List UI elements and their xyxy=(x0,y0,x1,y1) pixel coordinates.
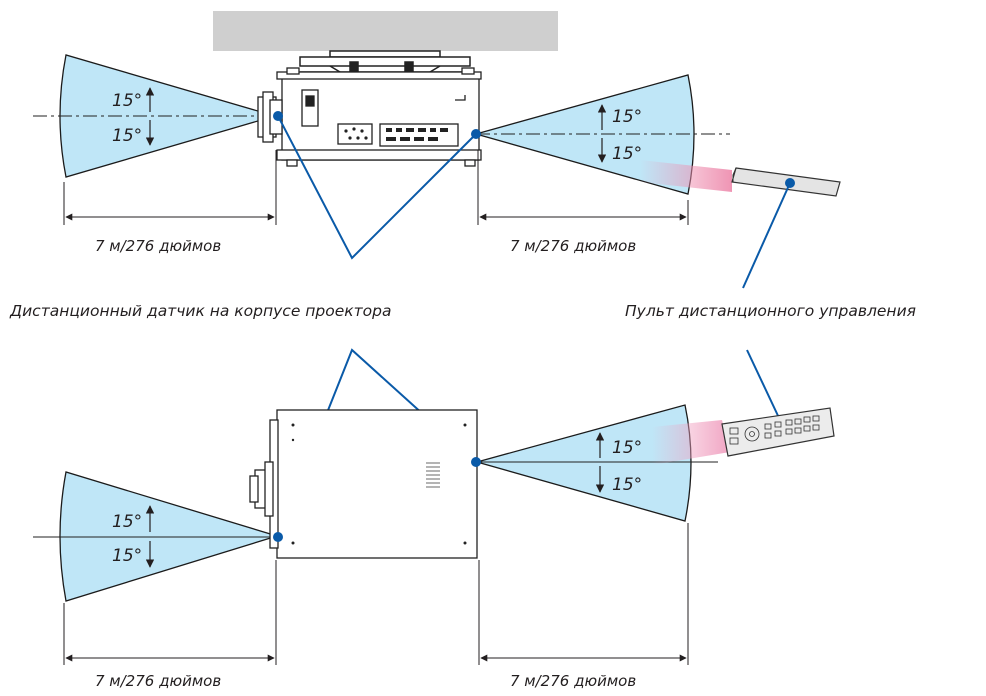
ceiling-plate xyxy=(213,11,558,51)
sensor-caption: Дистанционный датчик на корпусе проектор… xyxy=(9,302,391,320)
angle-label: 15° xyxy=(612,475,642,495)
top-view: 15° 15° 15° 15° 7 м/276 дюймов 7 м/276 д… xyxy=(33,11,841,289)
angle-label: 15° xyxy=(112,126,142,146)
angle-label: 15° xyxy=(112,512,142,532)
angle-label: 15° xyxy=(612,144,642,164)
remote-leader-line xyxy=(746,349,781,421)
distance-label: 7 м/276 дюймов xyxy=(95,237,221,255)
distance-dimension xyxy=(63,150,689,225)
front-sensor-dot xyxy=(273,532,283,542)
rear-sensor-dot xyxy=(471,457,481,467)
distance-label: 7 м/276 дюймов xyxy=(510,237,636,255)
sensor-leader-line xyxy=(277,115,477,260)
projector-side-view xyxy=(249,409,478,559)
angle-label: 15° xyxy=(112,91,142,111)
remote-leader-line xyxy=(742,182,791,289)
ir-beam xyxy=(652,420,730,465)
angle-label: 15° xyxy=(112,546,142,566)
distance-dimension xyxy=(63,523,689,665)
angle-label: 15° xyxy=(612,107,642,127)
remote-caption: Пульт дистанционного управления xyxy=(625,302,916,320)
distance-label: 7 м/276 дюймов xyxy=(95,672,221,690)
distance-label: 7 м/276 дюймов xyxy=(510,672,636,690)
remote-control-icon xyxy=(721,407,835,457)
ir-beam xyxy=(640,160,732,192)
angle-label: 15° xyxy=(612,438,642,458)
rear-reception-cone xyxy=(474,404,692,522)
bottom-view: 15° 15° 15° 15° xyxy=(33,348,835,690)
projector-front-view xyxy=(257,67,482,167)
